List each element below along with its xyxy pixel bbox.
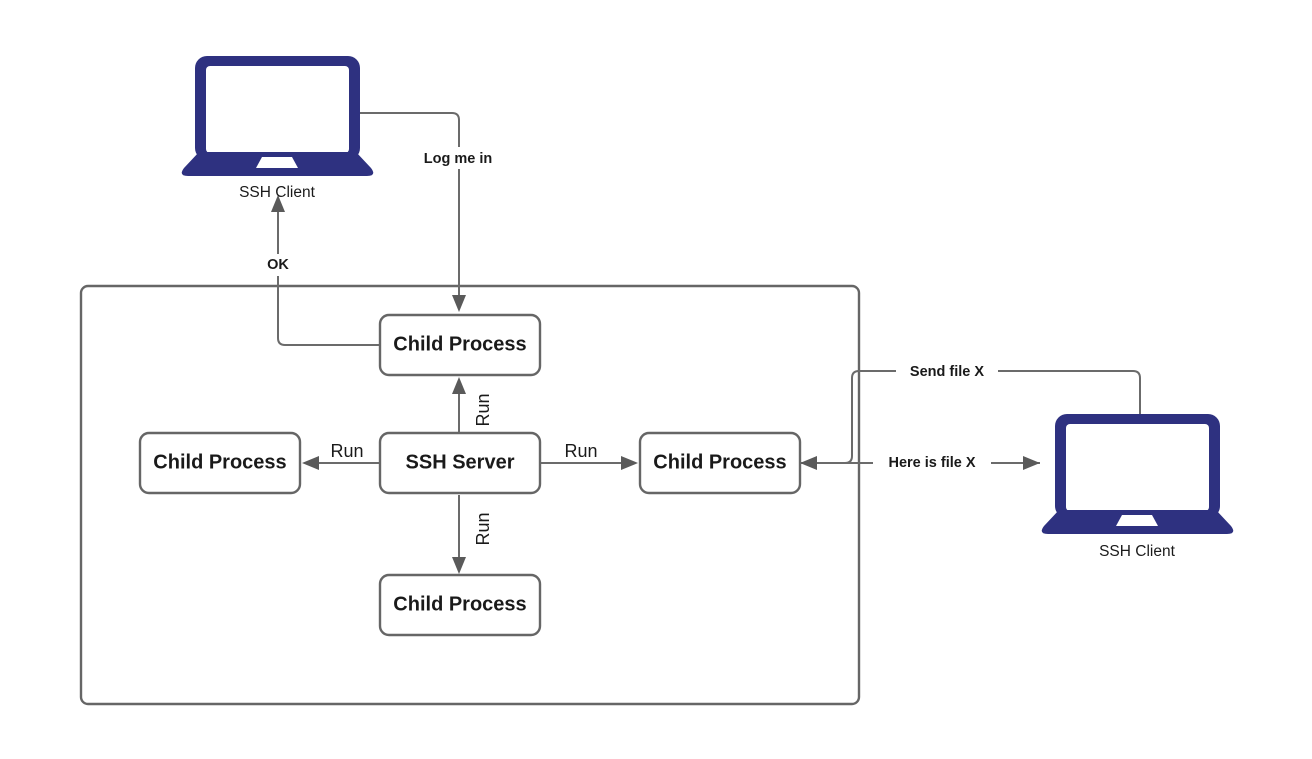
node-child-process-left-shape[interactable] — [138, 431, 302, 495]
edge-label-here-is-file: Here is file X — [888, 455, 975, 471]
edge-ok-line — [277, 210, 380, 346]
node-child-process-bottom-label: Child Process — [393, 593, 526, 615]
server-boundary-container — [79, 284, 861, 706]
laptop-caption-ssh-client-top: SSH Client — [239, 184, 315, 201]
node-ssh-server-label: SSH Server — [406, 451, 515, 473]
edge-label-run-left: Run — [330, 441, 363, 461]
node-child-process-right-shape[interactable] — [638, 431, 802, 495]
node-child-process-right[interactable]: Child Process — [638, 431, 802, 495]
edge-label-here-is-file-backing — [873, 453, 991, 474]
edge-run-up-arrowhead — [452, 377, 466, 394]
node-child-process-top[interactable]: Child Process — [378, 313, 542, 377]
edge-send-file-line — [800, 370, 1141, 464]
edge-label-send-file: Send file X — [910, 364, 984, 380]
edge-label-log-me-in-backing — [412, 147, 504, 169]
edge-label-ok-backing — [262, 254, 295, 276]
node-child-process-bottom[interactable]: Child Process — [378, 573, 542, 637]
node-child-process-bottom-shape[interactable] — [378, 573, 542, 637]
edge-run-down-arrowhead — [452, 557, 466, 574]
laptop-icon-ssh-client-right[interactable]: SSH Client — [1041, 414, 1234, 560]
edge-label-run-right: Run — [564, 441, 597, 461]
laptop-screen-right — [1066, 424, 1209, 511]
edge-run-right-arrowhead — [621, 456, 638, 470]
laptop-screen-top — [206, 66, 349, 153]
edge-label-run-down: Run — [473, 512, 493, 545]
edge-label-send-file-backing — [896, 361, 998, 382]
edge-label-ok: OK — [267, 257, 289, 273]
edge-here-is-file-arrowhead-left — [800, 456, 817, 470]
node-child-process-top-label: Child Process — [393, 333, 526, 355]
edge-ok-arrowhead — [271, 195, 285, 212]
edge-label-run-up: Run — [473, 393, 493, 426]
laptop-trackpad-top — [256, 157, 298, 168]
node-child-process-left-label: Child Process — [153, 451, 286, 473]
edge-run-left-arrowhead — [302, 456, 319, 470]
node-ssh-server-shape[interactable] — [378, 431, 542, 495]
edge-log-me-in-line — [357, 112, 460, 297]
edge-here-is-file-arrowhead-right — [1023, 456, 1040, 470]
laptop-icon-ssh-client-top[interactable]: SSH Client — [181, 56, 374, 201]
edge-log-me-in-arrowhead — [452, 295, 466, 312]
edge-label-log-me-in: Log me in — [424, 151, 492, 167]
laptop-trackpad-right — [1116, 515, 1158, 526]
node-ssh-server[interactable]: SSH Server — [378, 431, 542, 495]
laptop-caption-ssh-client-right: SSH Client — [1099, 543, 1175, 560]
node-child-process-left[interactable]: Child Process — [138, 431, 302, 495]
node-child-process-top-shape[interactable] — [378, 313, 542, 377]
node-child-process-right-label: Child Process — [653, 451, 786, 473]
